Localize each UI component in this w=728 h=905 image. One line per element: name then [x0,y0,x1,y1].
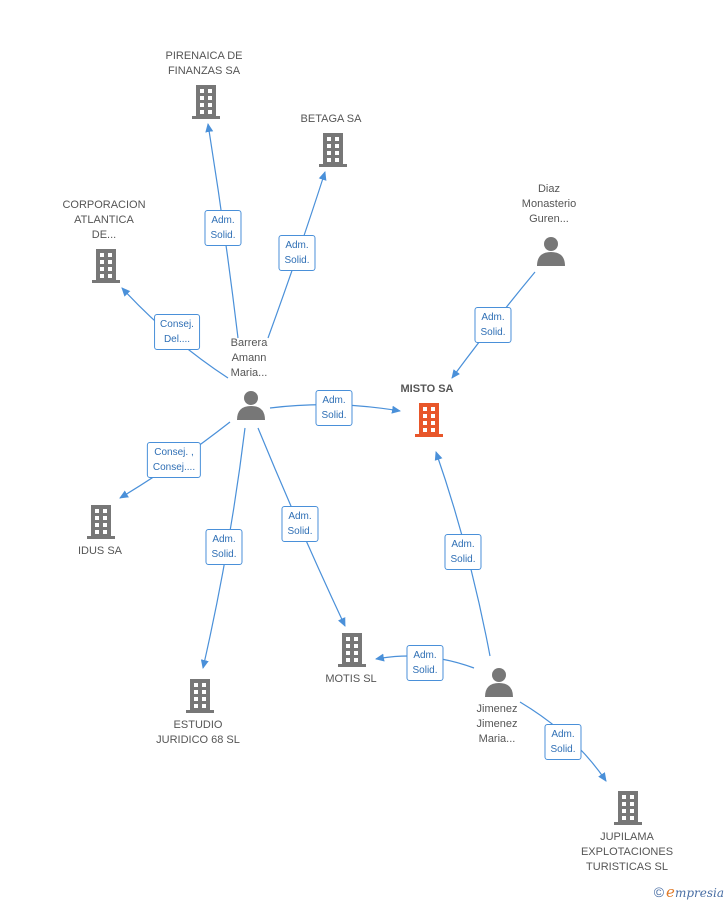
edge-label-line: Solid. [321,410,347,421]
node-label-betaga: BETAGA SA [301,112,362,127]
edge-label-line: Solid. [211,549,237,560]
node-label-motis: MOTIS SL [325,672,376,687]
label-line: EXPLOTACIONES [580,846,674,858]
person-icon[interactable] [236,390,266,420]
label-line: Diaz [537,183,561,195]
edge-label-line: Solid. [284,255,310,266]
building-icon[interactable] [87,505,115,539]
label-line: DE... [91,229,117,241]
label-line: MISTO SA [400,383,454,395]
node-label-estudio: ESTUDIO JURIDICO 68 SL [156,718,240,748]
edge-label-line: Del.... [163,334,191,345]
edge-label-barrera-corporacion[interactable]: Consej. Del.... [154,314,200,350]
edge-label-line: Consej. [160,319,194,330]
edge-label-jimenez-jupilama[interactable]: Adm. Solid. [544,724,582,760]
person-icon[interactable] [484,667,514,697]
node-label-misto: MISTO SA [401,382,454,397]
label-line: IDUS SA [77,545,123,557]
label-line: PIRENAICA DE [165,50,243,62]
building-icon[interactable] [415,403,443,437]
label-line: BETAGA SA [300,113,362,125]
node-label-barrera: Barrera Amann Maria... [231,336,268,381]
edge-label-line: Adm. [288,511,312,522]
label-line: JUPILAMA [600,831,654,843]
edge-label-line: Adm. [413,650,437,661]
edge-label-line: Adm. [212,534,236,545]
label-line: JURIDICO 68 SL [156,734,240,746]
edge-label-line: Solid. [287,526,313,537]
edge-label-barrera-estudio[interactable]: Adm. Solid. [205,529,243,565]
building-icon[interactable] [192,85,220,119]
edge-label-line: Adm. [481,312,505,323]
label-line: ESTUDIO [173,719,223,731]
label-line: Barrera [230,337,268,349]
edge-label-line: Consej.... [152,462,196,473]
label-line: Guren... [529,213,569,225]
label-line: Jimenez [476,718,518,730]
building-icon[interactable] [614,791,642,825]
edge-label-jimenez-motis[interactable]: Adm. Solid. [406,645,444,681]
logo-e: e [666,883,675,901]
edge-label-line: Adm. [285,240,309,251]
edge-label-barrera-motis[interactable]: Adm. Solid. [281,506,319,542]
building-icon[interactable] [92,249,120,283]
edge-label-line: Solid. [480,327,506,338]
edge-label-barrera-idus[interactable]: Consej. , Consej.... [146,442,202,478]
node-label-jupilama: JUPILAMA EXPLOTACIONES TURISTICAS SL [581,830,673,875]
node-label-pirenaica: PIRENAICA DE FINANZAS SA [165,49,242,79]
edge-label-line: Adm. [322,395,346,406]
logo-text: mpresia [674,886,724,900]
edge-label-line: Adm. [551,729,575,740]
edge-label-barrera-misto[interactable]: Adm. Solid. [315,390,353,426]
building-icon[interactable] [186,679,214,713]
empresia-logo[interactable]: ©empresia [654,883,724,901]
edge-label-line: Solid. [550,744,576,755]
label-line: FINANZAS SA [167,65,241,77]
building-icon[interactable] [338,633,366,667]
edge-label-diaz-misto[interactable]: Adm. Solid. [474,307,512,343]
person-icon[interactable] [536,236,566,266]
node-label-corporacion: CORPORACION ATLANTICA DE... [62,198,145,243]
label-line: Maria... [478,733,516,745]
node-label-diaz: Diaz Monasterio Guren... [522,182,576,227]
edge-label-line: Consej. , [154,447,194,458]
edge-label-line: Solid. [210,230,236,241]
label-line: ATLANTICA [74,214,134,226]
edge-label-line: Solid. [450,554,476,565]
label-line: Amann [231,352,267,364]
edge-label-jimenez-misto[interactable]: Adm. Solid. [444,534,482,570]
building-icon[interactable] [319,133,347,167]
label-line: CORPORACION [62,199,146,211]
edge-label-line: Adm. [451,539,475,550]
edge-label-barrera-pirenaica[interactable]: Adm. Solid. [204,210,242,246]
copyright-icon: © [653,884,665,900]
label-line: MOTIS SL [325,673,377,685]
edge-label-line: Solid. [412,665,438,676]
label-line: Maria... [230,367,268,379]
node-label-idus: IDUS SA [78,544,122,559]
label-line: Monasterio [521,198,577,210]
edge-label-line: Adm. [211,215,235,226]
label-line: TURISTICAS SL [586,861,668,873]
label-line: Jimenez [476,703,518,715]
edge-label-barrera-betaga[interactable]: Adm. Solid. [278,235,316,271]
node-label-jimenez: Jimenez Jimenez Maria... [477,702,518,747]
